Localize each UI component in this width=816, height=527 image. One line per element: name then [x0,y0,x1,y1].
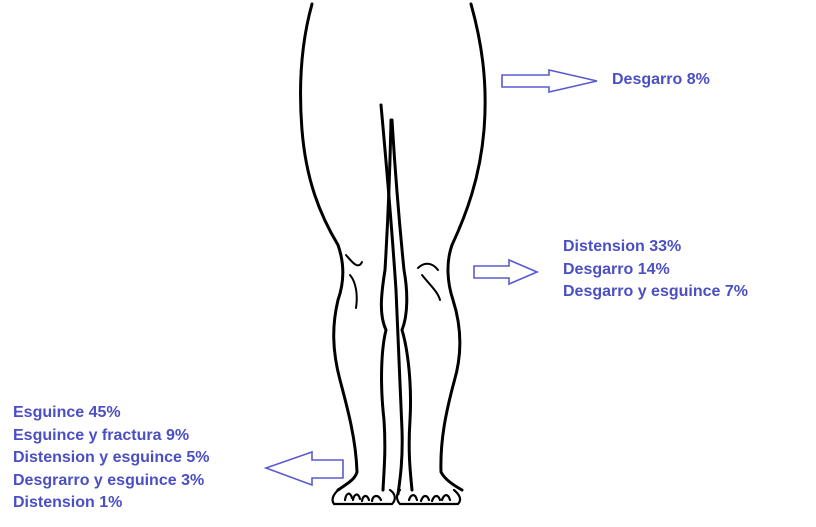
ankle-label: Distension y esguince 5% [13,447,210,470]
legs-outline [300,4,485,494]
knee-label: Desgarro 14% [563,259,748,282]
ankle-label: Esguince 45% [13,402,210,425]
knee-label: Desgarro y esguince 7% [563,281,748,304]
pointer-arrows [266,70,597,485]
ankle-label: Esguince y fractura 9% [13,425,210,448]
ankle-arrow-icon [266,452,343,485]
ankle-label: Distension 1% [13,492,210,515]
knee-arrow-icon [474,260,537,284]
thigh-arrow-icon [502,70,597,92]
knee-injury-labels: Distension 33% Desgarro 14% Desgarro y e… [563,236,748,304]
ankle-label: Desgrarro y esguince 3% [13,470,210,493]
thigh-label: Desgarro 8% [612,69,710,92]
feet [333,490,460,504]
ankle-injury-labels: Esguince 45% Esguince y fractura 9% Dist… [13,402,210,515]
thigh-injury-labels: Desgarro 8% [612,69,710,92]
knee-label: Distension 33% [563,236,748,259]
